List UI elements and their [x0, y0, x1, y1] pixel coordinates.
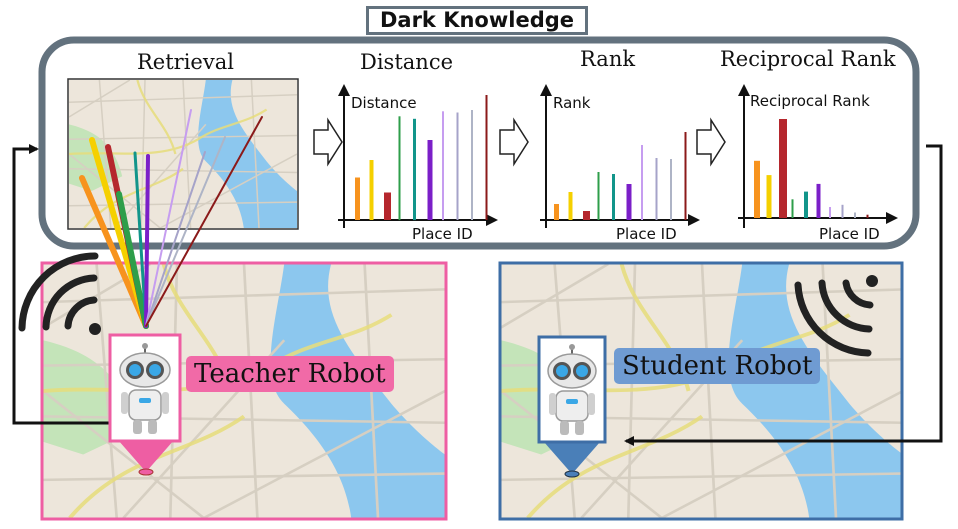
bar-4	[597, 172, 600, 220]
retrieval-ray-8	[145, 151, 206, 327]
bar-1	[554, 204, 559, 220]
bar-7	[442, 111, 444, 221]
retrieval-ray-6	[144, 154, 150, 328]
distance-ylabel: Distance	[351, 94, 417, 112]
right-arrow-icon	[696, 117, 726, 167]
student-map-frame	[498, 261, 904, 521]
bar-10	[684, 132, 687, 220]
bar-3	[583, 211, 590, 220]
bar-1	[355, 177, 360, 220]
wifi-signal-icon	[794, 275, 878, 357]
bar-8	[655, 158, 658, 220]
bar-2	[568, 192, 573, 220]
retrieval-map	[69, 80, 297, 228]
bar-7	[829, 207, 831, 218]
bar-9	[471, 110, 473, 220]
retrieval-ray-9	[145, 136, 226, 327]
distance-chart: Distance Place ID	[338, 84, 498, 243]
student-location-pin-icon	[544, 442, 600, 478]
dark-knowledge-title: Dark Knowledge	[366, 6, 588, 35]
teacher-robot-card	[108, 333, 182, 443]
teacher-map-frame	[40, 261, 448, 521]
wifi-signal-icon	[18, 252, 101, 335]
teacher-location-pin-icon	[118, 440, 174, 476]
bar-6	[427, 140, 433, 220]
bar-4	[398, 116, 401, 221]
retrieval-map-frame	[67, 78, 299, 230]
bar-5	[804, 191, 808, 218]
bar-10	[485, 95, 488, 220]
bar-3	[779, 119, 787, 218]
bar-5	[413, 118, 416, 221]
reciprocal-xlabel: Place ID	[819, 225, 880, 243]
retrieval-ray-10	[145, 116, 263, 327]
retrieval-title: Retrieval	[137, 50, 234, 74]
rank-title: Rank	[580, 47, 636, 71]
student-robot-label: Student Robot	[614, 348, 821, 384]
bar-5	[612, 174, 615, 220]
bar-8	[456, 112, 459, 220]
bar-3	[384, 192, 391, 220]
retrieval-ray-5	[133, 151, 148, 328]
student-transfer-arrow	[624, 144, 943, 446]
robot-icon	[547, 344, 597, 435]
retrieval-ray-4	[116, 191, 149, 329]
bar-1	[754, 160, 760, 218]
retrieval-rays	[79, 109, 263, 329]
retrieval-ray-7	[145, 109, 192, 327]
bar-2	[369, 160, 374, 220]
bar-2	[766, 175, 772, 218]
teacher-feedback-arrow	[12, 144, 110, 425]
bar-6	[626, 184, 632, 220]
bar-9	[854, 212, 856, 218]
bar-9	[670, 159, 672, 220]
rank-chart: Rank Place ID	[540, 84, 700, 243]
rank-xlabel: Place ID	[616, 225, 677, 243]
bar-10	[866, 214, 869, 218]
right-arrow-icon	[499, 117, 529, 167]
robot-icon	[119, 343, 171, 434]
bar-4	[791, 199, 794, 218]
rank-ylabel: Rank	[553, 94, 591, 112]
distance-xlabel: Place ID	[412, 225, 473, 243]
bar-6	[816, 183, 821, 218]
reciprocal-rank-chart: Reciprocal Rank Place ID	[738, 84, 898, 243]
distance-title: Distance	[360, 50, 454, 74]
retrieval-ray-1	[79, 175, 149, 329]
right-arrow-icon	[313, 117, 343, 167]
teacher-robot-label: Teacher Robot	[186, 356, 394, 392]
reciprocal-ylabel: Reciprocal Rank	[750, 92, 870, 110]
reciprocal-rank-title: Reciprocal Rank	[720, 47, 896, 71]
bar-8	[841, 204, 844, 218]
bar-7	[641, 145, 643, 220]
